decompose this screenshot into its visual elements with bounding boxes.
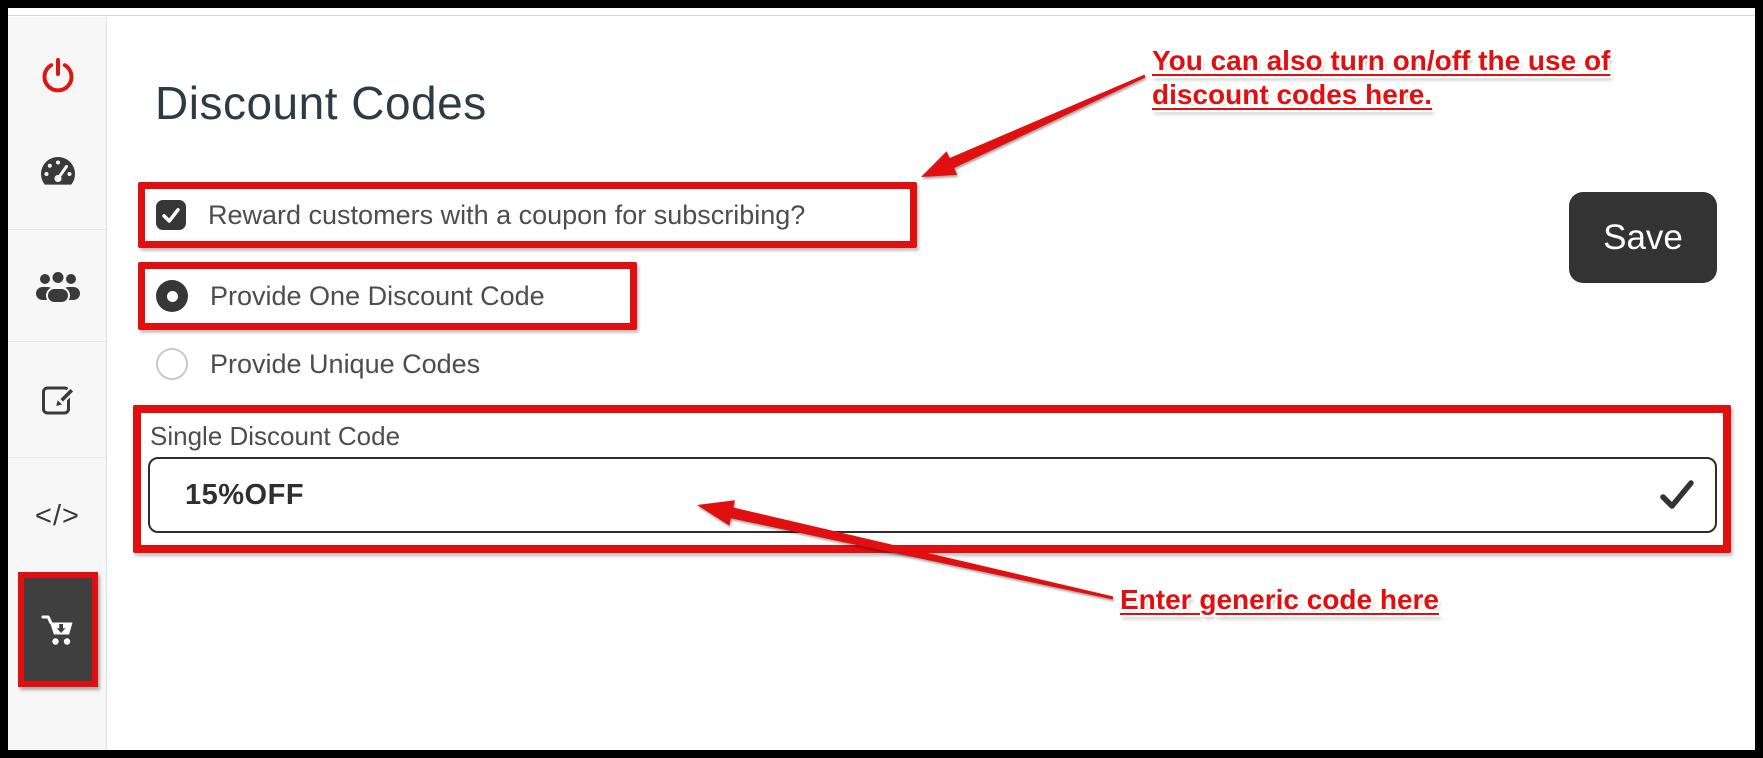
reward-checkbox[interactable] [156, 200, 186, 230]
single-code-input[interactable] [148, 457, 1717, 533]
sidebar: </> [8, 17, 107, 750]
sidebar-item-cart-active[interactable] [18, 572, 98, 687]
annotation-bottom-note: Enter generic code here [1120, 584, 1440, 615]
code-icon: </> [35, 499, 80, 532]
sidebar-divider [8, 229, 106, 230]
reward-checkbox-label: Reward customers with a coupon for subsc… [208, 199, 806, 230]
app-window: </> Discount Codes Reward customers with… [8, 8, 1755, 750]
radio-unique-codes-label: Provide Unique Codes [210, 348, 481, 379]
page-title: Discount Codes [155, 77, 487, 129]
sidebar-item-embed-code[interactable]: </> [8, 498, 107, 534]
radio-one-code-label: Provide One Discount Code [210, 280, 545, 311]
row-unique-codes: Provide Unique Codes [156, 346, 480, 382]
top-strip [8, 8, 1755, 16]
highlight-box-single-code: Single Discount Code [133, 405, 1731, 553]
sidebar-item-editor[interactable] [8, 379, 107, 419]
sidebar-divider [8, 341, 106, 342]
checkmark-icon [162, 208, 180, 223]
sidebar-divider [8, 457, 106, 458]
power-icon [42, 58, 73, 93]
highlight-box-one-code-radio: Provide One Discount Code [138, 262, 637, 330]
annotation-top-line1: You can also turn on/off the use of [1152, 45, 1611, 76]
edit-icon [41, 386, 76, 415]
single-code-label: Single Discount Code [150, 421, 401, 451]
annotation-top-line2: discount codes here. [1152, 79, 1433, 110]
sidebar-item-dashboard[interactable] [8, 152, 107, 192]
dashboard-icon [40, 157, 75, 185]
sidebar-item-power[interactable] [8, 56, 107, 96]
radio-dot [166, 290, 178, 302]
radio-provide-unique-codes[interactable] [156, 348, 188, 380]
save-button[interactable]: Save [1569, 192, 1717, 283]
radio-provide-one-code[interactable] [156, 280, 188, 312]
arrow-to-checkbox [921, 74, 1146, 177]
highlight-box-reward-checkbox: Reward customers with a coupon for subsc… [138, 182, 917, 248]
cart-arrow-down-icon [41, 615, 73, 645]
users-icon [35, 270, 80, 304]
sidebar-item-customers[interactable] [8, 268, 107, 304]
annotation-top-note: You can also turn on/off the use of disc… [1152, 44, 1610, 112]
